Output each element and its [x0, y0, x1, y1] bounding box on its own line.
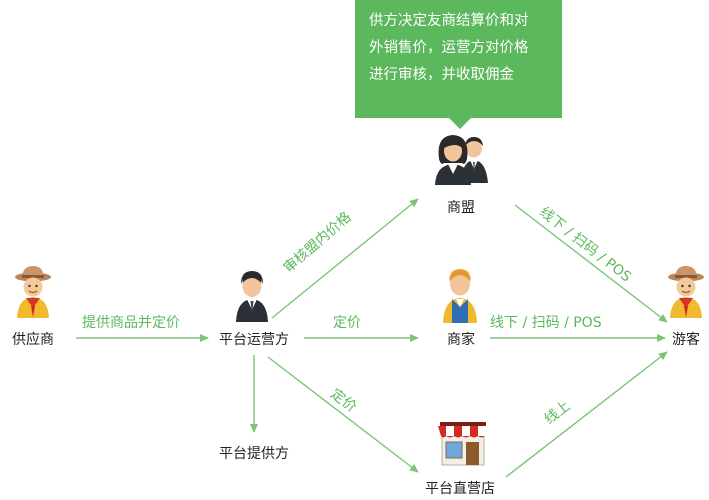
tourist-label: 游客 — [672, 332, 700, 348]
supplier-person-icon — [15, 266, 51, 318]
alliance-group-icon — [435, 135, 488, 185]
tourist-person-icon — [668, 266, 704, 318]
merchant-label: 商家 — [447, 332, 475, 348]
callout-line-2: 外销售价，运营方对价格 — [369, 40, 529, 56]
edge-label-pricing-merchant: 定价 — [333, 315, 361, 331]
callout-pointer — [449, 118, 471, 129]
platform-provider-label: 平台提供方 — [219, 446, 289, 462]
direct-store-shop-icon — [438, 422, 488, 466]
callout-line-3: 进行审核，并收取佣金 — [369, 67, 514, 83]
arrow-store-to-tourist — [505, 351, 668, 478]
merchant-person-icon — [443, 269, 477, 323]
platform-operator-person-icon — [236, 271, 268, 322]
alliance-label: 商盟 — [447, 200, 475, 216]
direct-store-label: 平台直营店 — [425, 481, 495, 497]
callout-box: 供方决定友商结算价和对 外销售价，运营方对价格 进行审核，并收取佣金 — [355, 0, 562, 118]
arrow-alliance-to-tourist — [514, 204, 668, 323]
arrow-operator-to-store — [267, 356, 419, 473]
supplier-label: 供应商 — [12, 332, 54, 348]
callout-line-1: 供方决定友商结算价和对 — [369, 13, 529, 29]
platform-operator-label: 平台运营方 — [219, 332, 289, 348]
edge-label-merchant-channels: 线下 / 扫码 / POS — [490, 315, 602, 331]
edge-label-supply-pricing: 提供商品并定价 — [82, 315, 180, 331]
arrow-operator-to-alliance — [271, 198, 419, 319]
